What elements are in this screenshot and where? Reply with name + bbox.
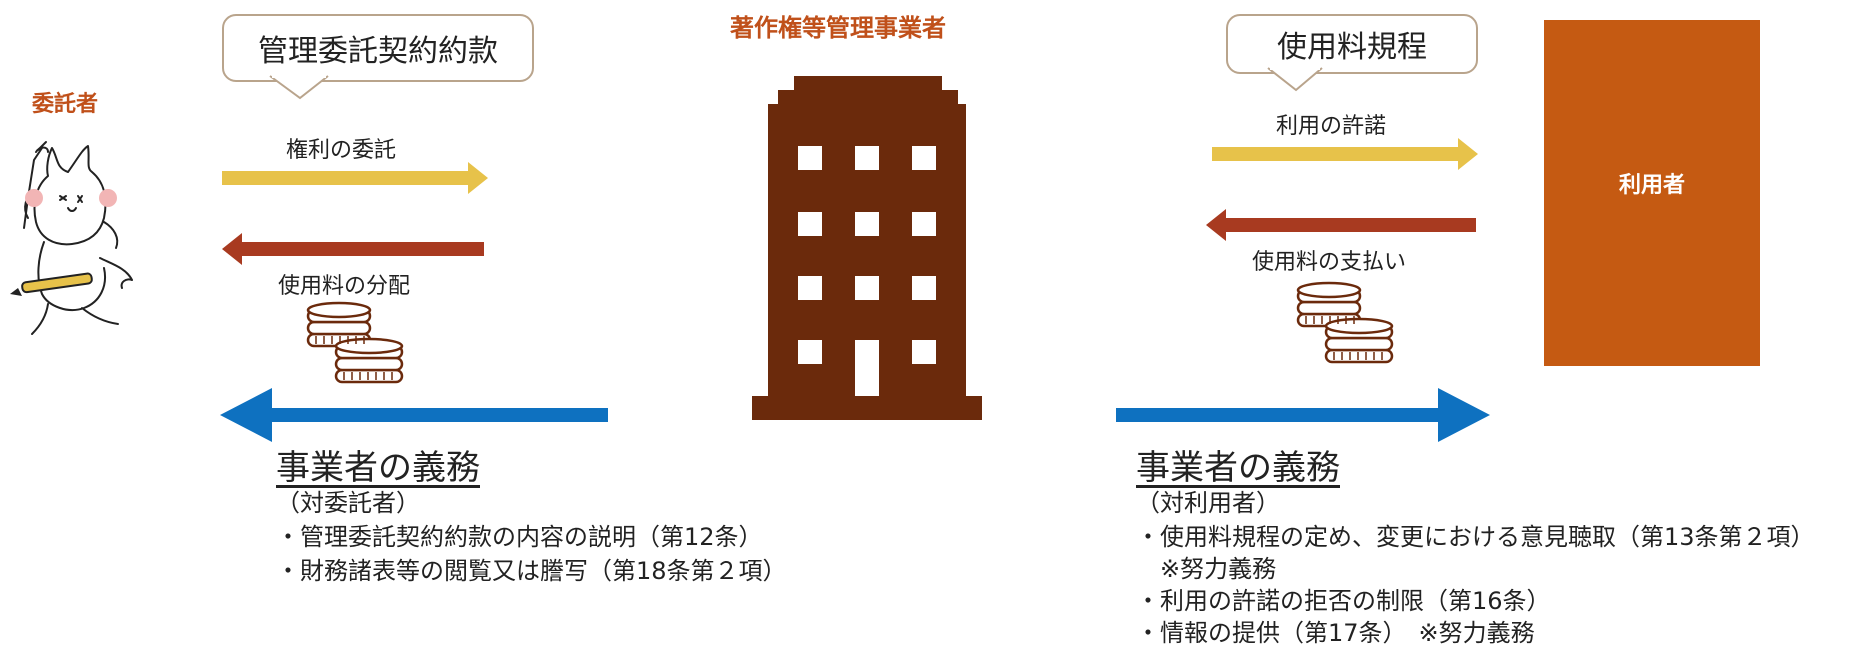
bubble-tail	[269, 74, 329, 100]
right-obligation-item: ・利用の許諾の拒否の制限（第16条）	[1136, 587, 1551, 615]
consignor-label: 委託者	[32, 92, 99, 117]
user-label: 利用者	[1618, 173, 1685, 198]
royalty-distribution-label: 使用料の分配	[278, 274, 411, 299]
coin-stack-icon	[306, 301, 404, 384]
right-obligations-subheading: （対利用者）	[1136, 489, 1280, 517]
right-obligations-heading: 事業者の義務	[1136, 448, 1340, 488]
fee-rules-label: 使用料規程	[1277, 30, 1427, 65]
royalty-payment-arrow	[1206, 209, 1476, 241]
office-building-icon	[752, 76, 982, 420]
user-box: 利用者	[1544, 20, 1760, 366]
rabbit-artist-icon	[10, 141, 133, 335]
right-obligation-item: ※努力義務	[1136, 555, 1277, 583]
right-obligation-item: ・使用料規程の定め、変更における意見聴取（第13条第２項）	[1136, 523, 1815, 551]
rights-consign-label: 権利の委託	[286, 138, 397, 163]
obligation-to-consignor-arrow	[220, 388, 608, 442]
royalty-distribution-arrow	[222, 233, 484, 265]
left-obligation-item: ・財務諸表等の閲覧又は謄写（第18条第２項）	[276, 557, 787, 585]
obligation-to-user-arrow	[1116, 388, 1490, 442]
bubble-tail	[1267, 66, 1323, 92]
royalty-payment-label: 使用料の支払い	[1252, 250, 1407, 275]
contract-terms-label: 管理委託契約約款	[258, 34, 498, 69]
license-grant-arrow	[1212, 138, 1478, 170]
coin-stack-icon	[1296, 281, 1394, 364]
rights-consign-arrow	[222, 162, 488, 194]
left-obligation-item: ・管理委託契約約款の内容の説明（第12条）	[276, 523, 763, 551]
license-grant-label: 利用の許諾	[1276, 114, 1387, 139]
left-obligations-heading: 事業者の義務	[276, 448, 480, 488]
right-obligation-item: ・情報の提供（第17条） ※努力義務	[1136, 619, 1535, 647]
left-obligations-subheading: （対委託者）	[276, 489, 420, 517]
contract-terms-bubble: 管理委託契約約款	[222, 14, 534, 82]
operator-title: 著作権等管理事業者	[730, 14, 946, 42]
fee-rules-bubble: 使用料規程	[1226, 14, 1478, 74]
